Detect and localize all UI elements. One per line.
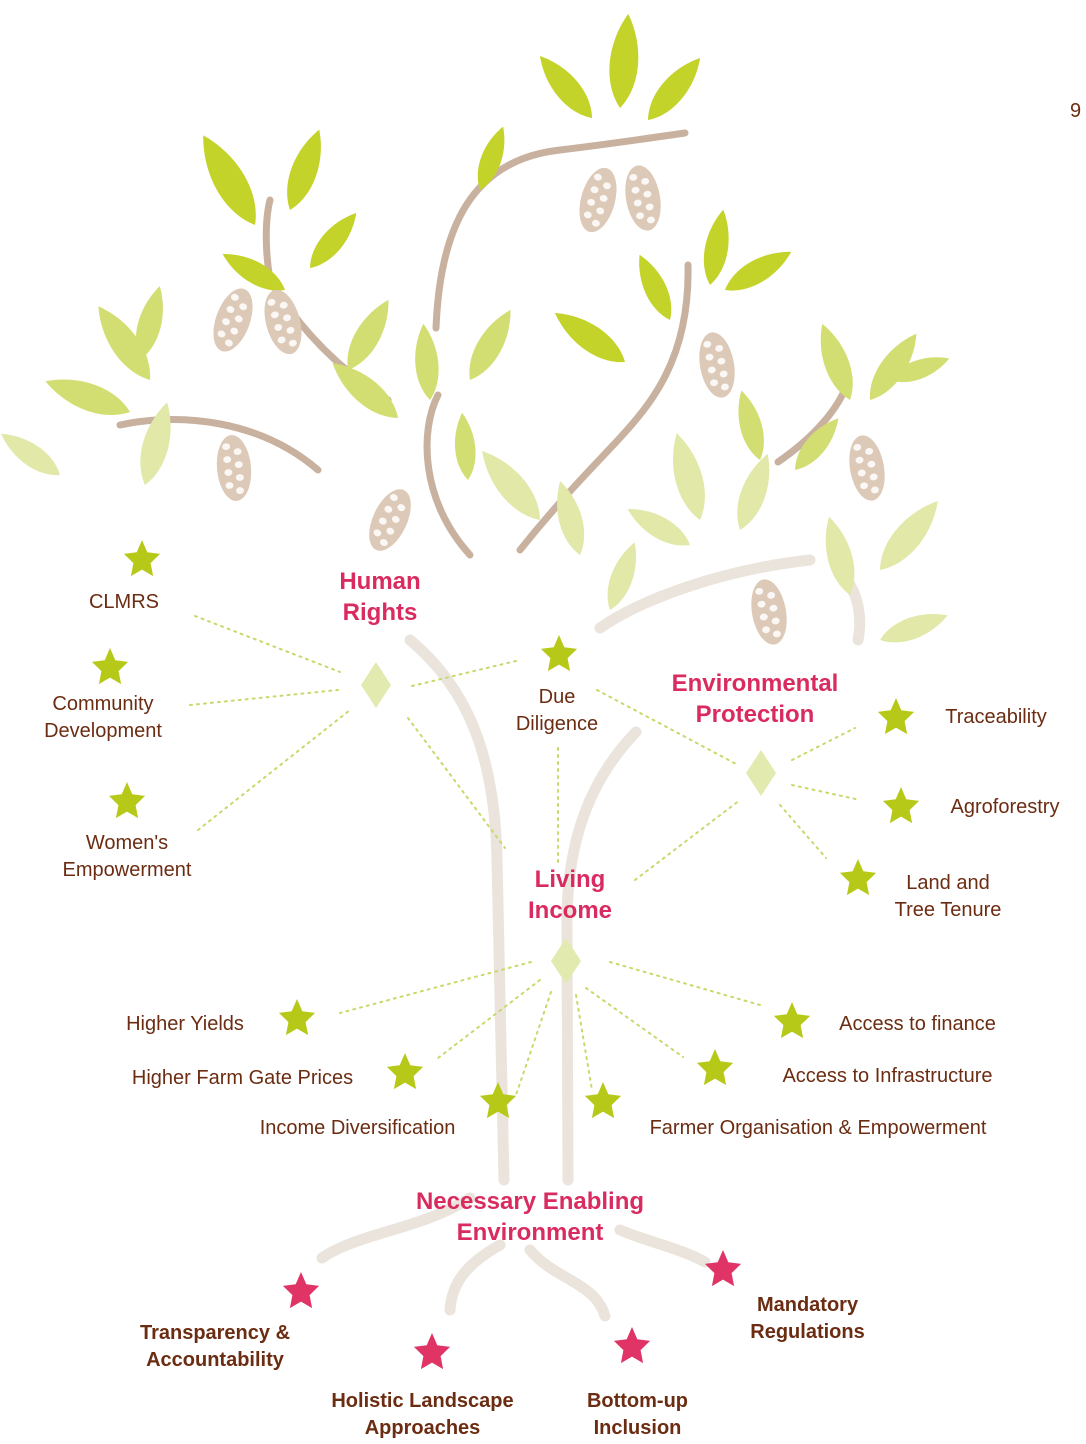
trunk <box>316 554 866 1322</box>
hub-title-line: Environmental <box>671 670 839 697</box>
label-line: Access to Infrastructure <box>782 1065 993 1087</box>
hub-title-line: Rights <box>342 599 418 626</box>
star-icon <box>696 1049 734 1086</box>
label-line: Land and <box>906 872 990 894</box>
star-icon <box>413 1333 451 1370</box>
star-icon <box>540 635 578 672</box>
human-rights-diamond <box>361 662 391 708</box>
star-icon <box>282 1272 320 1309</box>
hub-title-line: Protection <box>695 701 815 728</box>
label-higher-farm-gate-prices: Higher Farm Gate Prices <box>100 1065 385 1092</box>
hub-human-rights: Human Rights <box>300 566 460 628</box>
star-icon <box>584 1082 622 1119</box>
hub-title-line: Living <box>534 866 606 893</box>
star-icon <box>278 999 316 1036</box>
star-icon <box>704 1250 742 1287</box>
star-icon <box>479 1082 517 1119</box>
label-access-to-finance: Access to finance <box>815 1011 1020 1038</box>
hub-enabling-environment: Necessary Enabling Environment <box>380 1186 680 1248</box>
star-icon <box>882 787 920 824</box>
label-land-tree-tenure: Land and Tree Tenure <box>878 870 1018 924</box>
star-icon <box>613 1327 651 1364</box>
label-line: Holistic Landscape <box>331 1390 514 1412</box>
hub-title-line: Environment <box>456 1219 604 1246</box>
label-traceability: Traceability <box>926 704 1066 731</box>
label-womens-empowerment: Women's Empowerment <box>42 830 212 884</box>
label-line: Due <box>538 686 576 708</box>
star-icon <box>91 648 129 685</box>
label-clmrs: CLMRS <box>64 589 184 616</box>
label-line: Income Diversification <box>259 1117 456 1139</box>
star-icon <box>386 1053 424 1090</box>
label-line: CLMRS <box>88 591 159 613</box>
hub-title-line: Human <box>339 568 421 595</box>
star-icon <box>839 859 877 896</box>
hub-title-line: Income <box>527 897 613 924</box>
page-number: 9 <box>1070 100 1082 122</box>
label-higher-yields: Higher Yields <box>95 1011 275 1038</box>
label-line: Higher Farm Gate Prices <box>131 1067 354 1089</box>
label-mandatory-regulations: Mandatory Regulations <box>735 1292 880 1346</box>
label-line: Women's <box>85 832 169 854</box>
label-line: Farmer Organisation & Empowerment <box>649 1117 987 1139</box>
star-icon <box>773 1002 811 1039</box>
label-line: Diligence <box>515 713 599 735</box>
label-bottom-up: Bottom-up Inclusion <box>565 1388 710 1442</box>
hub-title-line: Necessary Enabling <box>415 1188 645 1215</box>
label-line: Higher Yields <box>126 1013 244 1035</box>
label-line: Traceability <box>945 706 1047 728</box>
star-icon <box>123 540 161 577</box>
label-line: Bottom-up <box>586 1390 689 1412</box>
label-line: Inclusion <box>593 1417 682 1439</box>
label-line: Transparency & <box>139 1322 291 1344</box>
label-line: Community <box>52 693 154 715</box>
label-line: Approaches <box>364 1417 481 1439</box>
star-icon <box>877 698 915 735</box>
label-line: Mandatory <box>756 1294 859 1316</box>
label-line: Regulations <box>750 1321 865 1343</box>
label-agroforestry: Agroforestry <box>935 794 1075 821</box>
label-access-to-infrastructure: Access to Infrastructure <box>750 1063 1025 1090</box>
label-line: Accountability <box>146 1349 284 1371</box>
label-line: Access to finance <box>839 1013 996 1035</box>
label-line: Tree Tenure <box>894 899 1002 921</box>
connector-lines <box>189 615 861 1096</box>
label-income-diversification: Income Diversification <box>230 1115 485 1142</box>
star-icon <box>108 782 146 819</box>
living-income-diamond <box>551 938 581 984</box>
label-line: Empowerment <box>62 859 192 881</box>
label-community-development: Community Development <box>18 691 188 745</box>
label-due-diligence: Due Diligence <box>497 684 617 738</box>
label-farmer-organisation: Farmer Organisation & Empowerment <box>613 1115 1023 1142</box>
label-line: Agroforestry <box>950 796 1060 818</box>
label-line: Development <box>44 720 162 742</box>
hub-living-income: Living Income <box>490 864 650 926</box>
hub-environmental-protection: Environmental Protection <box>640 668 870 730</box>
environmental-diamond <box>746 750 776 796</box>
label-holistic-landscape: Holistic Landscape Approaches <box>310 1388 535 1442</box>
label-transparency: Transparency & Accountability <box>120 1320 310 1374</box>
